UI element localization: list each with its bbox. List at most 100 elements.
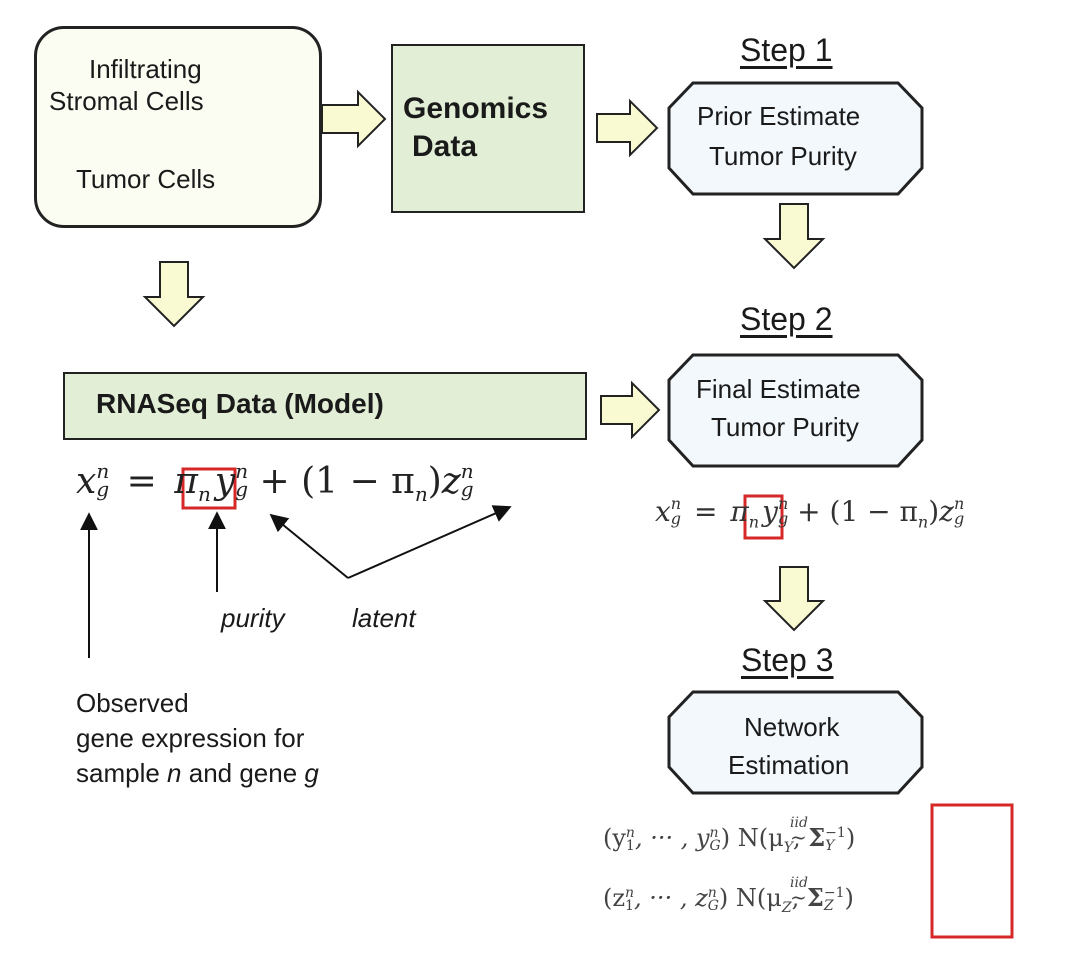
eq2-x: x — [655, 495, 671, 528]
genomics-data-box — [391, 44, 585, 213]
latent-arrow-y — [269, 513, 349, 579]
purity-highlight-box — [181, 467, 237, 510]
neq1-N: ) N(μ — [720, 824, 784, 852]
genomics-label-line2: Data — [412, 130, 478, 163]
step2-box — [667, 353, 924, 468]
neq1-mu-sub: Y — [783, 839, 793, 856]
neq2-sub1: 1 — [625, 897, 634, 914]
rnaseq-data-box — [63, 372, 587, 440]
eq2-y-sup: n — [777, 493, 789, 513]
step1-title: Step 1 — [740, 32, 833, 68]
eq-pi: π — [174, 461, 198, 502]
iid-label-z: iid ~ — [790, 875, 808, 909]
eq-z-sup: n — [460, 459, 474, 483]
eq-y-sub: g — [235, 477, 248, 501]
eq-x-sup: n — [96, 459, 110, 483]
neq1-end: ) — [845, 824, 856, 852]
arrow-step1-to-step2 — [762, 203, 826, 270]
observed-annotation-line2: gene expression for — [76, 723, 305, 753]
neq2-sigma-sub: Z — [823, 897, 834, 914]
tilde-z: ~ — [790, 885, 807, 909]
neq2-sigma-sup: −1 — [823, 884, 845, 901]
eq2-z: z — [939, 495, 954, 528]
eq-x-sub: g — [96, 477, 110, 501]
eq2-x-sub: g — [670, 508, 682, 528]
step3-line1: Network — [744, 712, 840, 742]
step3-title: Step 3 — [741, 642, 834, 678]
neq1-sub2: G — [709, 837, 721, 854]
neq1-dots: , ··· , y — [634, 824, 710, 852]
neq2-mu-sub: Z — [781, 899, 792, 916]
neq2-sub2: G — [707, 897, 719, 914]
step1-box — [667, 81, 924, 196]
arrow-rnaseq-to-step2 — [600, 380, 661, 440]
observed-annotation-line1: Observed — [76, 688, 189, 718]
neq2-sigma: Σ — [806, 883, 824, 912]
arrow-cells-to-rnaseq — [142, 261, 206, 328]
iid-label-y: iid ~ — [790, 815, 808, 849]
neq1-sub1: 1 — [625, 837, 635, 854]
eq-z: z — [441, 461, 461, 502]
eq-x: x — [76, 461, 97, 502]
neq2-dots: , ··· , z — [634, 884, 708, 912]
eq-y-sup: n — [235, 459, 249, 483]
step1-line2: Tumor Purity — [709, 141, 857, 171]
eq2-pi-sub: n — [748, 512, 760, 532]
eq2-mid: + (1 − π — [797, 495, 918, 528]
step2-line1: Final Estimate — [696, 374, 861, 404]
eq-mid: + (1 − π — [259, 461, 415, 502]
neq2-sup2: n — [707, 884, 717, 901]
obs-and-gene-text: and gene — [181, 758, 305, 788]
purity-highlight-box-step2 — [743, 494, 784, 540]
neq2-end: ) — [844, 884, 854, 912]
eq-z-sub: g — [460, 477, 474, 501]
rnaseq-label: RNASeq Data (Model) — [96, 388, 384, 419]
step2-line2: Tumor Purity — [711, 412, 859, 442]
eq2-equals: = — [694, 495, 718, 528]
eq2-z-sub: g — [953, 508, 965, 528]
eq-mid-sub: n — [414, 482, 428, 507]
neq2-N: ) N(μ — [718, 884, 782, 912]
step3-line2: Estimation — [728, 750, 850, 780]
eq2-z-sup: n — [953, 493, 965, 513]
neq1-sup1: n — [625, 824, 635, 841]
iid-text-y: iid — [790, 815, 808, 831]
obs-g: g — [304, 758, 319, 788]
neq1-sigma-sup: −1 — [825, 824, 846, 841]
eq2-pi: π — [730, 495, 749, 528]
precision-highlight-box — [930, 803, 1014, 939]
purity-annotation: purity — [221, 603, 285, 633]
latent-arrow-z — [347, 505, 512, 579]
stromal-label-line2: Stromal Cells — [49, 86, 204, 116]
cell-composition-box — [34, 26, 322, 228]
neq1-left: (y — [603, 824, 626, 852]
tumor-cells-label: Tumor Cells — [76, 164, 216, 194]
latent-annotation: latent — [352, 603, 416, 633]
neq1-sigma: Σ — [808, 823, 826, 852]
obs-sample-text: sample — [76, 758, 168, 788]
stromal-label-line1: Infiltrating — [89, 54, 202, 84]
eq2-mid-sub: n — [917, 512, 929, 532]
step2-title: Step 2 — [740, 301, 833, 337]
neq2-left: (z — [603, 884, 626, 912]
eq2-y-sub: g — [777, 508, 789, 528]
eq-y: y — [214, 461, 236, 502]
step3-box — [667, 690, 924, 795]
observed-annotation-line3: sample n and gene g — [76, 758, 319, 789]
neq1-sup2: n — [709, 824, 719, 841]
arrow-step2-to-step3 — [762, 566, 826, 632]
arrow-genomics-to-step1 — [596, 98, 659, 158]
eq-pi-sub: n — [197, 482, 211, 507]
eq2-close: ) — [928, 495, 940, 528]
iid-text-z: iid — [790, 875, 808, 891]
neq2-sup1: n — [625, 884, 635, 901]
arrow-cells-to-genomics — [321, 89, 387, 149]
tilde-y: ~ — [790, 825, 807, 849]
obs-n: n — [167, 758, 182, 788]
step1-line1: Prior Estimate — [697, 101, 861, 131]
genomics-label-line1: Genomics — [403, 92, 549, 125]
eq2-y: y — [762, 495, 778, 528]
